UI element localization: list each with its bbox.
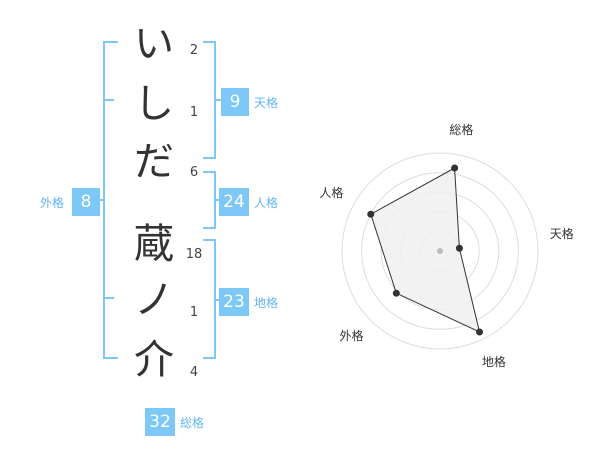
name-char-5: ノ xyxy=(134,277,174,323)
radar-axis-label-3: 地格 xyxy=(481,354,506,369)
radar-axis-label-4: 外格 xyxy=(339,329,364,344)
tenkaku-label: 天格 xyxy=(254,96,279,110)
jinkaku-bracket xyxy=(203,171,222,229)
soukaku-label: 総格 xyxy=(180,416,205,430)
gaikaku-value: 8 xyxy=(72,188,100,216)
radar-ring xyxy=(361,172,519,330)
name-char-2: し xyxy=(134,81,174,127)
stroke-count-3: 6 xyxy=(189,165,199,180)
jinkaku-value: 24 xyxy=(219,188,249,216)
radar-point-1 xyxy=(451,164,459,172)
stroke-count-1: 2 xyxy=(189,43,199,58)
radar-axis-label-2: 天格 xyxy=(549,226,574,241)
radar-ring xyxy=(341,152,539,350)
radar-center-dot xyxy=(437,248,443,254)
name-char-3: だ xyxy=(134,139,174,185)
name-char-4: 蔵 xyxy=(134,221,174,267)
name-char-1: い xyxy=(134,21,174,67)
stroke-count-6: 4 xyxy=(189,365,199,380)
name-char-6: 介 xyxy=(134,337,174,383)
chikaku-value: 23 xyxy=(219,288,249,316)
chikaku-label: 地格 xyxy=(254,296,279,310)
chikaku-bracket xyxy=(203,239,222,359)
gaikaku-label: 外格 xyxy=(40,196,65,210)
tenkaku-bracket xyxy=(203,41,222,159)
soukaku-value: 32 xyxy=(145,408,175,436)
stroke-count-5: 1 xyxy=(189,305,199,320)
radar-axis-label-5: 人格 xyxy=(319,186,344,201)
radar-point-4 xyxy=(392,289,400,297)
radar-point-2 xyxy=(455,244,463,252)
radar-point-5 xyxy=(367,210,375,218)
radar-point-3 xyxy=(476,328,484,336)
stroke-count-4: 18 xyxy=(185,247,203,262)
tenkaku-value: 9 xyxy=(221,88,249,116)
radar-axis-label-1: 総格 xyxy=(449,122,474,137)
radar-points xyxy=(367,164,484,336)
jinkaku-label: 人格 xyxy=(254,196,279,210)
stroke-count-2: 1 xyxy=(189,105,199,120)
